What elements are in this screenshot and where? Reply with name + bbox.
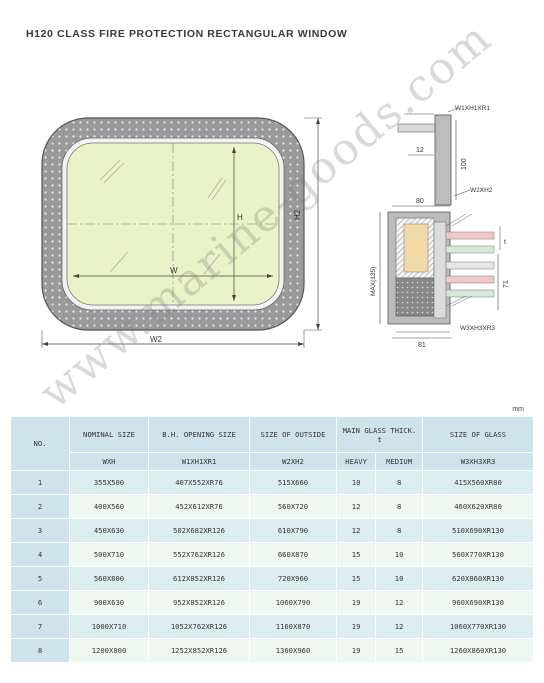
window-front-view: W H W2 H2 (41, 117, 322, 348)
cell-no: 5 (10, 566, 70, 591)
cell-no: 2 (10, 494, 70, 519)
cell-medium: 8 (375, 494, 423, 519)
section-dim-81: 81 (418, 342, 426, 349)
cell-no: 4 (10, 542, 70, 567)
section-dim-100: 100 (461, 158, 468, 170)
cell-opening: 552X762XR126 (148, 542, 250, 567)
cell-opening: 407X552XR76 (148, 470, 250, 495)
header-outside-sub: W2XH2 (249, 452, 337, 471)
unit-label: mm (512, 406, 524, 413)
cell-outside: 720X960 (249, 566, 337, 591)
cell-opening: 952X852XR126 (148, 590, 250, 615)
cell-no: 6 (10, 590, 70, 615)
cell-heavy: 10 (335, 470, 377, 495)
cell-opening: 1052X762XR126 (148, 614, 250, 639)
cell-glass: 620X860XR130 (422, 566, 534, 591)
cell-outside: 515X660 (249, 470, 337, 495)
dim-w-label: W (170, 266, 178, 275)
cell-outside: 660X870 (249, 542, 337, 567)
document-title: H120 CLASS FIRE PROTECTION RECTANGULAR W… (26, 28, 348, 40)
cell-outside: 610X790 (249, 518, 337, 543)
header-opening-sub: W1XH1XR1 (148, 452, 250, 471)
cell-heavy: 19 (335, 638, 377, 663)
cell-medium: 8 (375, 518, 423, 543)
cell-medium: 10 (375, 566, 423, 591)
cell-glass: 960X690XR130 (422, 590, 534, 615)
cell-opening: 612X852XR126 (148, 566, 250, 591)
cell-heavy: 12 (335, 494, 377, 519)
section-w2xh2-label: W2XH2 (470, 187, 493, 194)
cell-nominal: 1200X800 (69, 638, 149, 663)
header-nominal-sub: WXH (69, 452, 149, 471)
cell-outside: 1360X960 (249, 638, 337, 663)
cell-opening: 502X682XR126 (148, 518, 250, 543)
cell-medium: 15 (375, 638, 423, 663)
header-no: NO. (10, 416, 70, 471)
header-outside: SIZE OF OUTSIDE (249, 416, 337, 453)
technical-drawing: W H W2 H2 W1XH1XR1 12 100 W2XH2 80 (41, 105, 510, 349)
header-medium: MEDIUM (375, 452, 423, 471)
cell-outside: 1160X870 (249, 614, 337, 639)
header-thick: MAIN GLASS THICK.t (336, 416, 423, 453)
cell-nominal: 450X630 (69, 518, 149, 543)
section-max-label: MAX(135) (370, 267, 377, 296)
cell-opening: 1252X852XR126 (148, 638, 250, 663)
cell-glass: 510X690XR130 (422, 518, 534, 543)
section-dim-80: 80 (416, 198, 424, 205)
cell-glass: 1260X860XR130 (422, 638, 534, 663)
cell-glass: 1060X770XR130 (422, 614, 534, 639)
cell-glass: 560X770XR130 (422, 542, 534, 567)
header-glass-sub: W3XH3XR3 (422, 452, 534, 471)
cell-nominal: 900X630 (69, 590, 149, 615)
cell-medium: 8 (375, 470, 423, 495)
cell-heavy: 19 (335, 590, 377, 615)
window-section-view: W1XH1XR1 12 100 W2XH2 80 MAX(135) t 71 W… (370, 105, 510, 349)
cell-heavy: 12 (335, 518, 377, 543)
header-glass: SIZE OF GLASS (422, 416, 534, 453)
cell-nominal: 355X500 (69, 470, 149, 495)
cell-no: 3 (10, 518, 70, 543)
section-w3h3r3-label: W3XH3XR3 (460, 325, 495, 332)
specification-table: NO. NOMINAL SIZE B.H. OPENING SIZE SIZE … (10, 416, 534, 663)
dim-h-label: H (237, 213, 243, 222)
header-opening: B.H. OPENING SIZE (148, 416, 250, 453)
cell-nominal: 500X710 (69, 542, 149, 567)
cell-heavy: 15 (335, 566, 377, 591)
section-dim-71: 71 (503, 280, 510, 288)
cell-outside: 1060X790 (249, 590, 337, 615)
cell-glass: 415X560XR80 (422, 470, 534, 495)
cell-glass: 460X620XR80 (422, 494, 534, 519)
cell-outside: 560X720 (249, 494, 337, 519)
cell-opening: 452X612XR76 (148, 494, 250, 519)
cell-nominal: 400X560 (69, 494, 149, 519)
header-heavy: HEAVY (335, 452, 377, 471)
header-nominal: NOMINAL SIZE (69, 416, 149, 453)
cell-no: 7 (10, 614, 70, 639)
cell-nominal: 1000X710 (69, 614, 149, 639)
cell-medium: 12 (375, 614, 423, 639)
section-w1h1r1-label: W1XH1XR1 (455, 105, 490, 112)
cell-nominal: 560X800 (69, 566, 149, 591)
dim-h2-label: H2 (293, 209, 302, 220)
cell-medium: 12 (375, 590, 423, 615)
cell-no: 1 (10, 470, 70, 495)
section-dim-12: 12 (416, 147, 424, 154)
cell-no: 8 (10, 638, 70, 663)
cell-medium: 10 (375, 542, 423, 567)
dim-w2-label: W2 (150, 335, 163, 344)
section-t-label: t (504, 239, 506, 246)
cell-heavy: 19 (335, 614, 377, 639)
cell-heavy: 15 (335, 542, 377, 567)
